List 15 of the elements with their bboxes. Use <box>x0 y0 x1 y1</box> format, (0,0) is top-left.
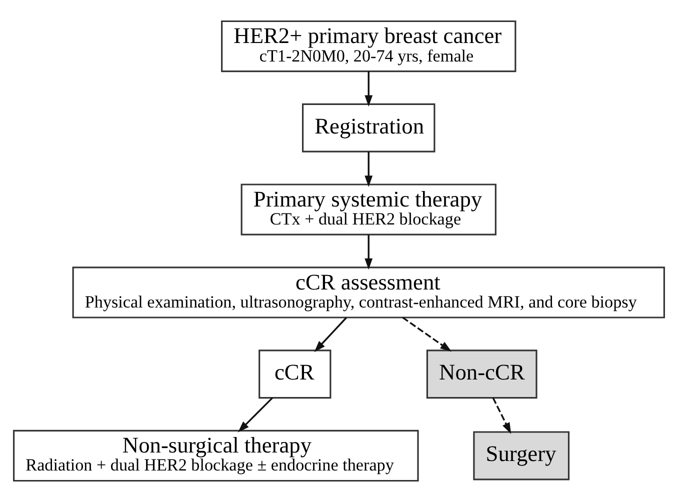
node-box: Surgery <box>473 430 570 480</box>
arrow <box>364 151 373 186</box>
arrow <box>364 70 373 106</box>
arrow <box>492 396 512 434</box>
arrow <box>238 396 274 432</box>
arrow <box>402 316 452 352</box>
node-box: cCR assessment Physical examination, ultrasonography, contrast-enhanced MRI, and core biopsy <box>72 266 665 318</box>
node-box: Registration <box>302 102 436 152</box>
arrow <box>364 234 373 270</box>
node-box: Primary systemic therapy CTx + dual HER2 blockage <box>240 183 496 235</box>
arrow <box>314 316 348 352</box>
node-box: Non-cCR <box>426 349 538 398</box>
node-box: Non-surgical therapy Radiation + dual HER2 blockage ± endocrine therapy <box>13 429 419 482</box>
node-box: HER2+ primary breast cancer cT1-2N0M0, 20-74 yrs, female <box>221 20 516 72</box>
node-box: cCR <box>258 349 332 398</box>
